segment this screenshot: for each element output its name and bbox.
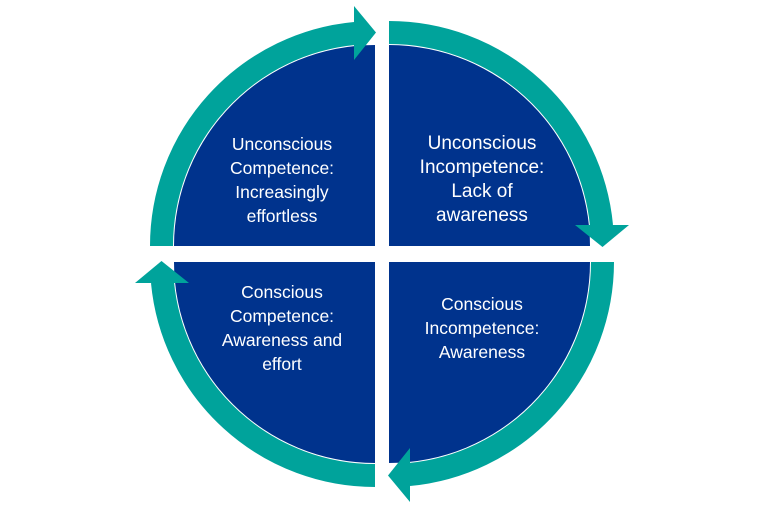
arrowhead-icon bbox=[135, 261, 189, 283]
quadrant-sector bbox=[174, 45, 375, 246]
quadrant-sector bbox=[389, 45, 590, 246]
label-line: Incompetence: bbox=[424, 318, 540, 338]
quadrant-label-bottom-left: Conscious Competence: Awareness and effo… bbox=[197, 280, 367, 376]
arrowhead-icon bbox=[354, 6, 376, 60]
label-line: Awareness and bbox=[221, 330, 343, 350]
label-line: Unconscious bbox=[231, 134, 333, 154]
label-line: Unconscious bbox=[427, 133, 537, 154]
quadrant-label-top-left: Unconscious Competence: Increasingly eff… bbox=[197, 132, 367, 228]
arrowhead-icon bbox=[575, 225, 629, 247]
arrowhead-icon bbox=[388, 448, 410, 502]
cycle-arrow-arc bbox=[150, 21, 357, 247]
quadrant-bottom-right bbox=[388, 261, 614, 502]
label-line: Lack of bbox=[451, 181, 513, 202]
quadrant-top-left bbox=[150, 6, 376, 247]
label-line: awareness bbox=[436, 205, 528, 226]
quadrant-label-bottom-right: Conscious Incompetence: Awareness bbox=[397, 292, 567, 364]
label-line: Awareness bbox=[438, 342, 526, 362]
label-line: effortless bbox=[246, 206, 318, 226]
label-line: effort bbox=[262, 354, 302, 374]
quadrant-sector bbox=[174, 262, 375, 463]
label-line: Conscious bbox=[241, 282, 323, 302]
label-line: Incompetence: bbox=[419, 157, 545, 178]
label-line: Competence: bbox=[229, 306, 335, 326]
cycle-arrow-arc bbox=[388, 21, 614, 228]
label-line: Conscious bbox=[441, 294, 523, 314]
cycle-arrow-arc bbox=[407, 261, 614, 487]
quadrant-top-right bbox=[388, 21, 629, 247]
quadrant-sector bbox=[389, 262, 590, 463]
label-line: Competence: bbox=[229, 158, 335, 178]
quadrant-bottom-left bbox=[135, 261, 376, 487]
label-line: Increasingly bbox=[235, 182, 329, 202]
quadrant-label-top-right: Unconscious Incompetence: Lack of awaren… bbox=[397, 132, 567, 228]
cycle-arrow-arc bbox=[150, 280, 376, 487]
